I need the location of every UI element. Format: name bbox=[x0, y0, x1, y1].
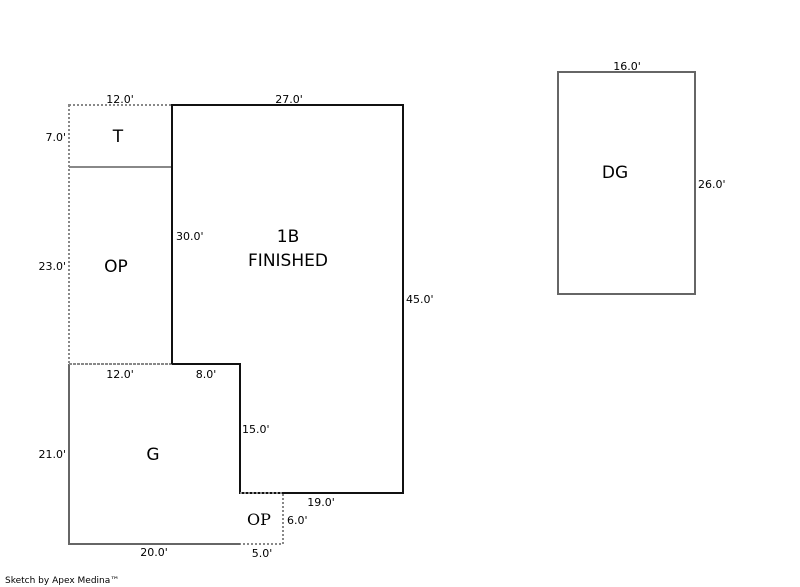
dim-t-top: 12.0' bbox=[106, 93, 134, 106]
area-op-small-outline bbox=[240, 492, 284, 545]
dim-op-left: 23.0' bbox=[38, 260, 66, 273]
dim-1b-right: 45.0' bbox=[406, 293, 434, 306]
dim-dg-top: 16.0' bbox=[613, 60, 641, 73]
dim-1b-bottom: 19.0' bbox=[307, 496, 335, 509]
area-dg-outline bbox=[557, 71, 696, 295]
dim-dg-right: 26.0' bbox=[698, 178, 726, 191]
area-op-left-label: OP bbox=[104, 257, 128, 277]
dim-1b-top: 27.0' bbox=[275, 93, 303, 106]
dim-1b-inner-left: 15.0' bbox=[242, 423, 270, 436]
area-g-label: G bbox=[146, 445, 159, 465]
area-1b-outline bbox=[171, 104, 404, 494]
dim-op-small-right: 6.0' bbox=[287, 514, 308, 527]
area-1b-label: 1B bbox=[277, 227, 299, 247]
dim-t-left: 7.0' bbox=[45, 131, 66, 144]
area-op-small-label: OP bbox=[247, 510, 271, 529]
dim-g-top: 12.0' bbox=[106, 368, 134, 381]
dim-1b-inner-top: 8.0' bbox=[196, 368, 217, 381]
area-dg-label: DG bbox=[602, 163, 628, 183]
dim-op-small-bottom: 5.0' bbox=[252, 547, 273, 560]
area-t-label: T bbox=[112, 127, 124, 147]
dim-g-left: 21.0' bbox=[38, 448, 66, 461]
area-g-outline bbox=[68, 364, 240, 545]
dim-1b-left: 30.0' bbox=[176, 230, 204, 243]
sketch-credit: Sketch by Apex Medina™ bbox=[5, 576, 119, 586]
area-1b-sublabel: FINISHED bbox=[248, 251, 328, 271]
dim-g-bottom: 20.0' bbox=[140, 546, 168, 559]
